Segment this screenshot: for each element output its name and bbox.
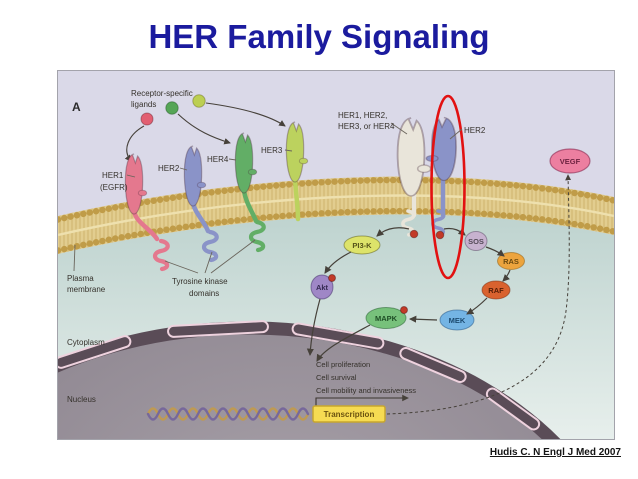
compartment-labels: Plasma membrane Tyrosine kinase domains …	[67, 274, 228, 404]
svg-text:Plasma: Plasma	[67, 274, 94, 283]
ligand-ball-pink	[140, 112, 154, 126]
svg-text:Nucleus: Nucleus	[67, 395, 96, 404]
panel-letter: A	[72, 100, 81, 114]
svg-text:membrane: membrane	[67, 285, 106, 294]
node-raf: RAF	[481, 280, 511, 300]
dimer-label: HER1, HER2, HER3, or HER4	[338, 111, 395, 131]
nuclear-pore-segments	[58, 320, 541, 431]
her2-highlight-ellipse	[430, 94, 466, 280]
ligands-label: Receptor-specific ligands	[131, 89, 193, 109]
receptor-her4	[234, 132, 263, 250]
svg-text:Receptor-specific: Receptor-specific	[131, 89, 193, 98]
phosphate-dimer-left	[409, 229, 419, 239]
slide-title: HER Family Signaling	[148, 18, 490, 55]
svg-text:MAPK: MAPK	[375, 314, 398, 323]
node-pi3k: PI3-K	[343, 235, 381, 255]
svg-text:SOS: SOS	[468, 237, 484, 246]
svg-text:RAF: RAF	[488, 286, 504, 295]
svg-text:Cell mobility and invasiveness: Cell mobility and invasiveness	[316, 386, 416, 395]
svg-text:HER1: HER1	[102, 171, 124, 180]
receptor-labels: HER1 (EGFR) HER2 HER4 HER3	[100, 146, 283, 192]
svg-text:HER4: HER4	[207, 155, 229, 164]
svg-text:HER3: HER3	[261, 146, 283, 155]
node-mapk: MAPK	[365, 306, 408, 329]
citation: Hudis C. N Engl J Med 2007	[489, 447, 621, 458]
node-akt: Akt	[310, 274, 336, 300]
receptor-dimer-partner	[396, 117, 432, 237]
node-mek: MEK	[439, 309, 475, 331]
svg-text:Transcription: Transcription	[324, 410, 375, 419]
receptor-her1	[124, 153, 167, 269]
phosphate-akt	[328, 274, 336, 282]
ligand-ball-green	[165, 101, 179, 115]
vegf-node: VEGF	[549, 148, 591, 174]
svg-text:Akt: Akt	[316, 283, 329, 292]
svg-text:MEK: MEK	[449, 316, 466, 325]
svg-text:ligands: ligands	[131, 100, 156, 109]
cascade-arrows	[306, 227, 511, 362]
figure-panel: VEGF PI3-K Akt SOS RAS RAF	[57, 70, 615, 440]
svg-text:RAS: RAS	[503, 257, 519, 266]
svg-text:VEGF: VEGF	[560, 157, 581, 166]
node-sos: SOS	[464, 231, 488, 251]
node-ras: RAS	[497, 252, 525, 270]
ligand-ball-yellow	[192, 94, 206, 108]
svg-text:HER3, or HER4: HER3, or HER4	[338, 122, 395, 131]
svg-text:PI3-K: PI3-K	[352, 241, 372, 250]
receptor-her3	[285, 121, 309, 222]
svg-text:domains: domains	[189, 289, 219, 298]
phosphate-mapk	[400, 306, 408, 314]
dna-helix	[146, 407, 310, 421]
her2-dimer-label: HER2	[464, 126, 486, 135]
svg-text:Cell survival: Cell survival	[316, 373, 357, 382]
label-pointer-lines	[73, 122, 463, 274]
svg-text:Cell proliferation: Cell proliferation	[316, 360, 370, 369]
svg-text:HER1, HER2,: HER1, HER2,	[338, 111, 387, 120]
svg-text:Cytoplasm: Cytoplasm	[67, 338, 105, 347]
promoter-arrow	[315, 394, 409, 407]
receptor-her2-left	[183, 145, 216, 260]
pathway-diagram: VEGF PI3-K Akt SOS RAS RAF	[58, 71, 614, 439]
cell-effects-text: Cell proliferation Cell survival Cell mo…	[316, 360, 416, 395]
transcription-box: Transcription	[312, 405, 386, 423]
svg-text:(EGFR): (EGFR)	[100, 183, 128, 192]
phosphate-dimer-right	[435, 230, 445, 240]
svg-text:HER2: HER2	[158, 164, 180, 173]
receptor-her2-dimer	[425, 116, 457, 237]
svg-text:Tyrosine kinase: Tyrosine kinase	[172, 277, 228, 286]
